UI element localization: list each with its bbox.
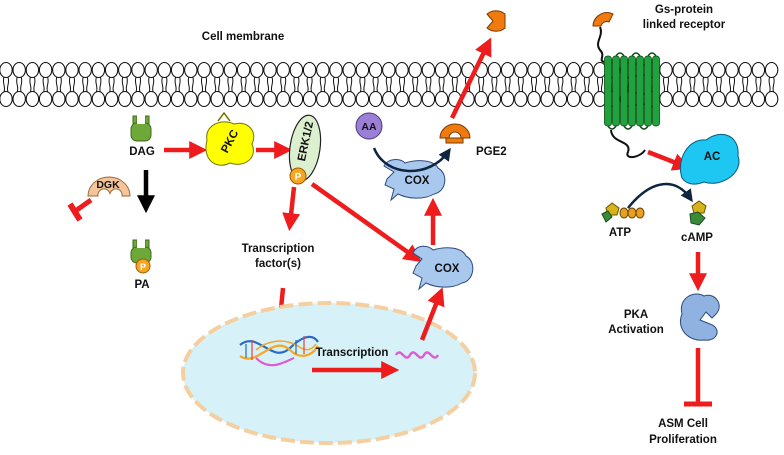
transcription-label: Transcription xyxy=(316,347,389,359)
dag-label: DAG xyxy=(129,146,155,158)
pge2-label: PGE2 xyxy=(476,146,507,158)
aa-label: AA xyxy=(361,121,377,133)
asm-label-line2: Proliferation xyxy=(649,434,717,446)
pge2-molecule-icon xyxy=(439,123,471,144)
adenylyl-cyclase-icon xyxy=(680,134,740,185)
erk-to-cox-arrow xyxy=(310,182,422,263)
cox-enzyme-lower-icon xyxy=(412,245,474,291)
receptor-ligand-icon xyxy=(592,12,614,27)
dgk-label: DGK xyxy=(96,179,120,191)
receptor-transmembrane-helices xyxy=(604,52,660,130)
transcription-factors-label-line1: Transcription xyxy=(242,243,315,255)
nucleus xyxy=(181,301,477,445)
cox-lower-label: COX xyxy=(435,263,460,275)
aa-molecule-icon xyxy=(355,112,383,140)
camp-label: cAMP xyxy=(681,232,713,244)
cox-upper-label: COX xyxy=(405,175,430,187)
pa-molecule-icon: P xyxy=(130,236,152,274)
released-pge2-icon xyxy=(486,10,506,32)
erk-phospho-label: P xyxy=(295,172,302,183)
pka-inhibits-proliferation-icon xyxy=(684,348,712,407)
pka-enzyme-icon xyxy=(680,293,720,341)
atp-label: ATP xyxy=(609,227,631,239)
receptor-to-ac-arrow xyxy=(647,149,691,171)
camp-molecule-icon xyxy=(689,200,707,226)
asm-label-line1: ASM Cell xyxy=(658,418,708,430)
dgk-enzyme-icon xyxy=(87,176,131,197)
erk-kinase-icon xyxy=(288,114,322,185)
cell-membrane-bilayer xyxy=(0,61,779,108)
ac-label: AC xyxy=(704,151,721,163)
gs-receptor-label-line1: Gs-protein xyxy=(655,4,713,16)
gs-receptor-label-line2: linked receptor xyxy=(643,19,726,31)
pge2-release-arrow xyxy=(449,37,492,119)
pka-label-line1: PKA xyxy=(624,309,648,321)
pkc-enzyme-icon xyxy=(205,111,255,166)
dna-helix-icon xyxy=(239,335,319,367)
pa-label: PA xyxy=(134,279,149,291)
cell-membrane-label: Cell membrane xyxy=(202,31,284,43)
pa-phospho-label: P xyxy=(140,262,146,272)
atp-to-camp-curved-arrow xyxy=(627,182,693,209)
pka-label-line2: Activation xyxy=(608,324,664,336)
gs-protein-receptor xyxy=(592,12,660,158)
atp-molecule-icon xyxy=(601,202,645,223)
dag-molecule-icon xyxy=(130,112,152,142)
aa-to-pge2-curved-arrow xyxy=(372,147,451,173)
dgk-inhibition-icon xyxy=(67,197,93,222)
mrna-strand-icon xyxy=(394,351,440,359)
mrna-to-cox-arrow xyxy=(419,287,445,341)
erk-to-transcription-factor-arrow xyxy=(282,186,301,232)
transcription-factors-label-line2: factor(s) xyxy=(255,258,301,270)
